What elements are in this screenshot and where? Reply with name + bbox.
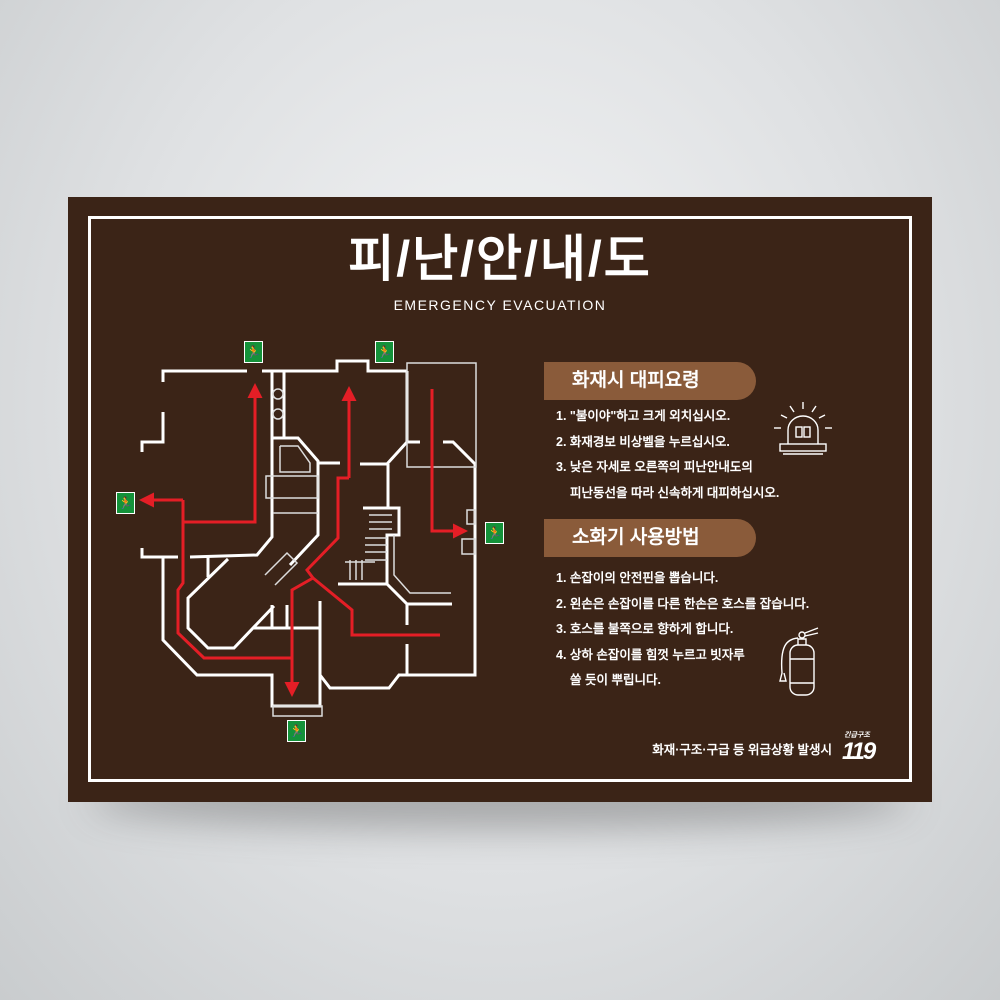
emergency-exit-icon: 🏃 <box>375 341 394 363</box>
logo-119: 긴급구조 119 <box>842 731 892 764</box>
emergency-footer-text: 화재·구조·구급 등 위급상황 발생시 <box>652 743 832 757</box>
sign-subtitle: EMERGENCY EVACUATION <box>393 297 607 313</box>
logo-number: 119 <box>842 738 876 765</box>
extinguisher-section-heading: 소화기 사용방법 <box>544 519 756 557</box>
list-item: 4. 상하 손잡이를 힘껏 누르고 빗자루 <box>556 647 745 662</box>
sign-border <box>88 216 912 782</box>
fire-section-heading: 화재시 대피요령 <box>544 362 756 400</box>
fire-extinguisher-icon <box>779 627 819 696</box>
emergency-exit-icon: 🏃 <box>485 522 504 544</box>
list-item: 1. 손잡이의 안전핀을 뽑습니다. <box>556 571 719 585</box>
emergency-exit-icon: 🏃 <box>287 720 306 742</box>
list-item: 피난동선을 따라 신속하게 대피하십시오. <box>570 485 780 500</box>
list-item: 3. 호스를 불쪽으로 향하게 합니다. <box>556 622 734 636</box>
fire-instructions-list: 1. "불이야"하고 크게 외치십시오. 2. 화재경보 비상벨을 누르십시오.… <box>556 404 779 506</box>
evacuation-sign: 피/난/안/내/도 EMERGENCY EVACUATION 화재시 대피요령 … <box>68 197 932 802</box>
list-item: 3. 낮은 자세로 오른쪽의 피난안내도의 <box>556 460 753 474</box>
emergency-exit-icon: 🏃 <box>244 341 263 363</box>
evacuation-routes <box>139 383 468 697</box>
extinguisher-instructions-list: 1. 손잡이의 안전핀을 뽑습니다. 2. 왼손은 손잡이를 다른 한손은 호스… <box>556 566 809 694</box>
floor-plan-fixtures <box>264 362 477 717</box>
floor-plan-walls <box>140 359 477 708</box>
list-item: 1. "불이야"하고 크게 외치십시오. <box>556 409 731 423</box>
list-item: 2. 화재경보 비상벨을 누르십시오. <box>556 434 730 449</box>
siren-icon <box>774 402 832 455</box>
emergency-exit-icon: 🏃 <box>116 492 135 514</box>
list-item: 2. 왼손은 손잡이를 다른 한손은 호스를 잡습니다. <box>556 596 810 611</box>
list-item: 쓸 듯이 뿌립니다. <box>570 673 661 687</box>
sign-title: 피/난/안/내/도 <box>348 231 652 287</box>
logo-small-text: 긴급구조 <box>844 732 870 739</box>
